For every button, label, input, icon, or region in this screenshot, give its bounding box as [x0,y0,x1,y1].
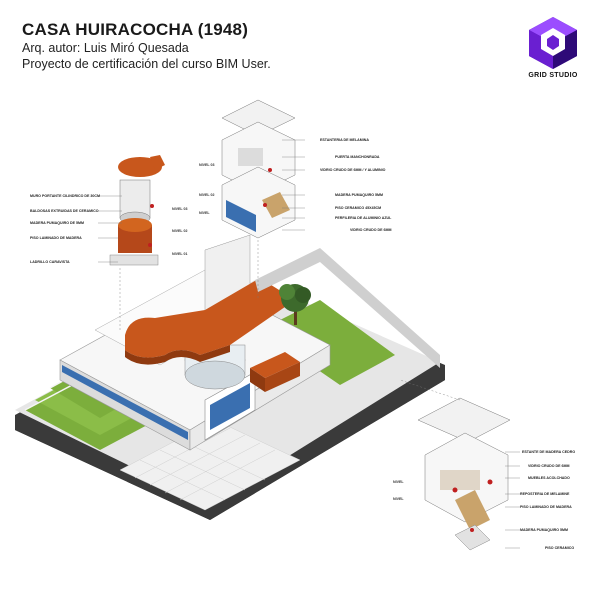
detail-lower-rooms [417,397,511,551]
level-marker: NIVEL [393,497,404,501]
level-marker: NIVEL 01 [172,252,188,256]
callout-text: MADERA PUMAQUIRO 5MM [335,193,383,197]
tree-icon [279,284,311,325]
callout-text: PISO LAMINADO DE MADERA [520,505,572,509]
callout-text: LADRILLO CARAVISTA [30,260,70,264]
detail-stair-tower [109,155,165,266]
callout-text: MURO PORTANTE CILINDRICO DE 30CM [30,194,100,198]
level-marker: NIVEL [393,480,404,484]
grid-studio-logo: GRID STUDIO [520,14,586,86]
orange-roof-slab [125,278,300,392]
callouts-top: ESTANTERIA DE MELAMINA PUERTA MANCHONRAD… [199,138,392,232]
courtyard-grid [119,419,301,511]
callout-text: BALDOSAS EXTRUIDAS DE CERAMICO [30,209,99,213]
callout-text: PUERTA MANCHONRADA [335,155,380,159]
detail-upper-rooms [221,99,296,239]
garden-lawn [260,300,395,385]
callout-text: PISO LAMINADO DE MADERA [30,236,82,240]
level-marker: NIVEL [199,211,210,215]
level-marker: NIVEL 03 [172,207,188,211]
author-line: Arq. autor: Luis Miró Quesada [22,41,189,55]
callout-text: PERFILERIA DE ALUMINIO AZUL [335,216,392,220]
callout-text: MADERA PUMAQUIRO 5MM [520,528,568,532]
callout-text: REPOSTERIA DE MELAMINE [520,492,570,496]
callout-text: PISO CERAMICO 45X45CM [335,206,381,210]
level-marker: NIVEL 03 [199,163,215,167]
page-title: CASA HUIRACOCHA (1948) [22,20,249,39]
callout-text: ESTANTE DE MADERA CEDRO [522,450,575,454]
callout-text: MUEBLES ACOLCHADO [528,476,570,480]
callout-text: VIDRIO CRUDO DE 6MM [528,464,570,468]
project-line: Proyecto de certificación del curso BIM … [22,57,271,71]
level-marker: NIVEL 02 [172,229,188,233]
logo-text: GRID STUDIO [528,72,578,79]
grid-studio-cube-logo-icon [529,17,577,69]
callout-text: ESTANTERIA DE MELAMINA [320,138,369,142]
callout-lines [98,139,520,549]
level-marker: NIVEL 02 [199,193,215,197]
callout-text: VIDRIO CRUDO DE 6MM [350,228,392,232]
callouts-bottom-right: ESTANTE DE MADERA CEDRO VIDRIO CRUDO DE … [393,450,575,550]
header: CASA HUIRACOCHA (1948) Arq. autor: Luis … [22,20,442,72]
callout-text: VIDRIO CRUDO DE 6MM / Y ALUMINIO [320,168,386,172]
callout-text: PISO CERAMICO [545,546,574,550]
callouts-left: MURO PORTANTE CILINDRICO DE 30CM BALDOSA… [30,194,188,264]
callout-text: MADERA PUMAQUIRO DE 5MM [30,221,84,225]
